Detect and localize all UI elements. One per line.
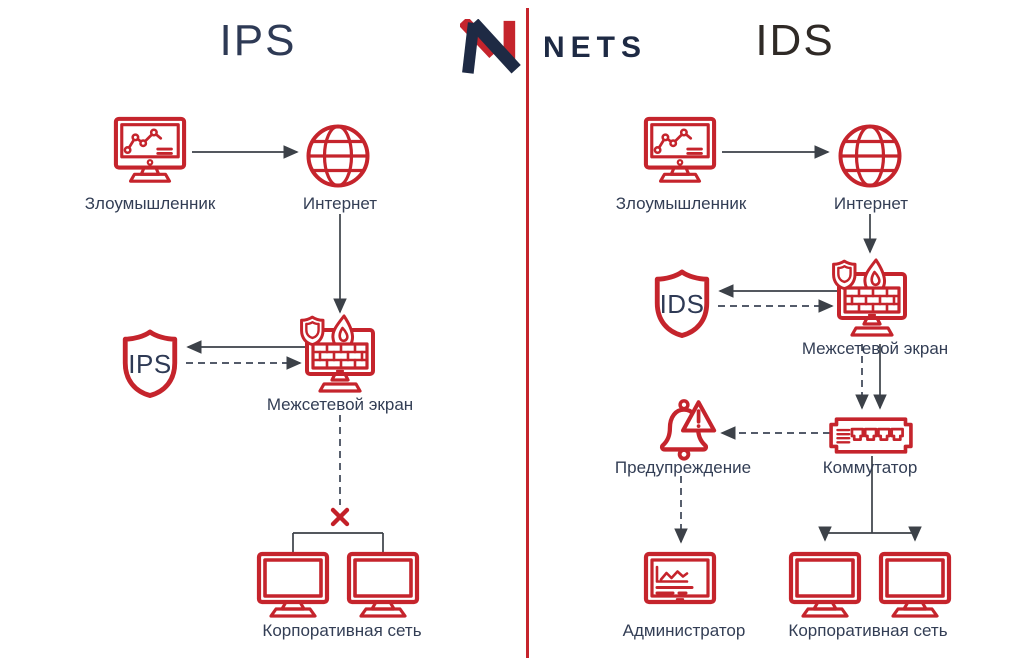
ids-corporate-computer-1-icon <box>787 550 863 620</box>
ips-attacker-computer-icon <box>111 114 189 188</box>
ids-attacker-computer-icon <box>641 114 719 188</box>
ids-firewall-icon <box>829 258 915 340</box>
ips-internet-globe-icon <box>302 120 374 192</box>
ids-firewall-label: Межсетевой экран <box>801 339 949 358</box>
ids-switch-icon <box>827 411 915 460</box>
line-ips-corporate-bracket <box>292 532 384 553</box>
nets-logo-text: NETS <box>543 31 648 64</box>
ips-firewall-icon <box>297 314 383 396</box>
ips-corporate-computer-2-icon <box>345 550 421 620</box>
ids-corporate-label: Корпоративная сеть <box>788 621 948 640</box>
ids-alert-label: Предупреждение <box>614 458 752 477</box>
ids-switch-label: Коммутатор <box>822 458 918 477</box>
nets-logo-icon <box>460 19 521 74</box>
ips-corporate-label: Корпоративная сеть <box>262 621 422 640</box>
divider-line <box>526 8 529 658</box>
ids-attacker-label: Злоумышленник <box>615 194 747 213</box>
ids-internet-globe-icon <box>834 120 906 192</box>
ids-shield-icon: IDS <box>649 267 715 339</box>
ips-attacker-label: Злоумышленник <box>84 194 216 213</box>
ips-title: IPS <box>219 16 297 65</box>
ids-admin-label: Администратор <box>622 621 746 640</box>
ids-admin-computer-icon <box>642 550 718 620</box>
ids-internet-label: Интернет <box>833 194 909 213</box>
ips-shield-label: IPS <box>128 348 172 379</box>
ids-alert-bell-icon <box>648 396 720 464</box>
ips-firewall-label: Межсетевой экран <box>266 395 414 414</box>
ips-internet-label: Интернет <box>302 194 378 213</box>
ids-title: IDS <box>755 16 835 65</box>
line-ids-switch-to-corporate <box>825 456 915 534</box>
ids-corporate-computer-2-icon <box>877 550 953 620</box>
ids-shield-label: IDS <box>659 288 705 319</box>
ips-corporate-computer-1-icon <box>255 550 331 620</box>
blocked-cross-icon <box>330 507 350 527</box>
ips-shield-icon: IPS <box>117 327 183 399</box>
